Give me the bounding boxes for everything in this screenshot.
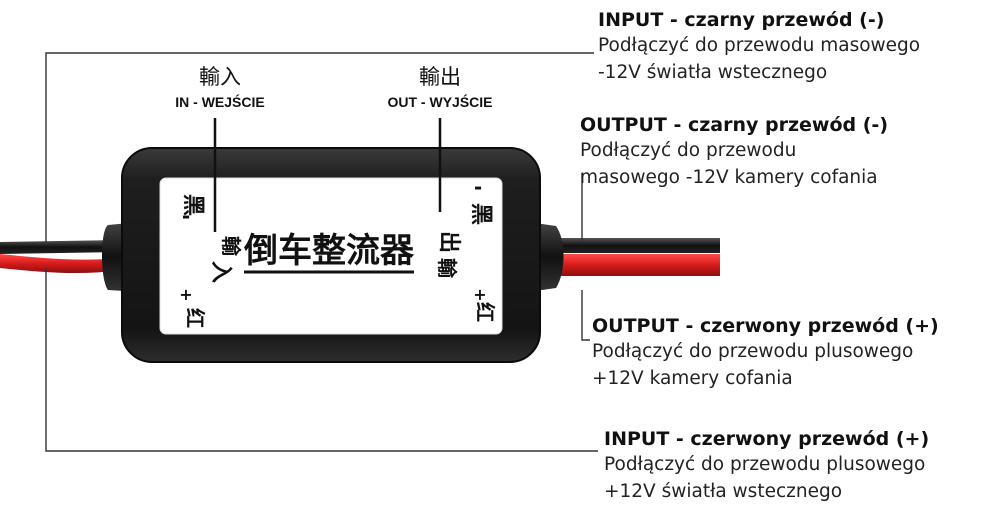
annotation-input-red: INPUT - czerwony przewód (+) Podłączyć d… — [604, 427, 929, 505]
annotation-title: OUTPUT - czerwony przewód (+) — [592, 315, 939, 337]
leader-output-red — [581, 290, 590, 341]
annotation-title: OUTPUT - czarny przewód (-) — [580, 114, 888, 136]
annotation-output-red: OUTPUT - czerwony przewód (+) Podłączyć … — [592, 314, 939, 392]
top-left-cn: 輸入 — [199, 65, 241, 89]
annotation-line: +12V światła wstecznego — [604, 481, 843, 502]
annotation-line: Podłączyć do przewodu — [580, 140, 797, 161]
pos-left-label: 红 — [183, 308, 207, 328]
leader-input-black — [45, 52, 594, 244]
annotation-output-black: OUTPUT - czarny przewód (-) Podłączyć do… — [580, 113, 888, 191]
neg-right-sign: - — [474, 175, 482, 199]
annotation-title: INPUT - czarny przewód (-) — [598, 9, 885, 31]
right-out-char-a: 出 — [436, 231, 461, 253]
neg-right-label: 黑 — [468, 203, 493, 225]
right-out-char-b: 輸 — [435, 258, 459, 279]
annotation-line: -12V światła wstecznego — [598, 62, 828, 83]
neg-left-label: 黑 — [180, 194, 205, 216]
annotation-title: INPUT - czerwony przewód (+) — [604, 428, 930, 450]
annotation-line: +12V kamery cofania — [592, 368, 793, 389]
leader-lines — [45, 52, 598, 452]
pos-left-sign: + — [179, 285, 192, 304]
pos-right-sign: + — [473, 285, 486, 304]
leader-input-red — [45, 268, 598, 452]
pos-right-label: 红 — [473, 302, 497, 322]
center-label: 倒车整流器 — [243, 231, 415, 271]
left-in-char-b: 入 — [208, 261, 233, 283]
annotation-line: masowego -12V kamery cofania — [580, 167, 878, 188]
left-wires — [0, 240, 120, 274]
annotation-input-black: INPUT - czarny przewód (-) Podłączyć do … — [598, 8, 920, 86]
label-sticker — [159, 177, 503, 335]
left-in-char-a: 輸 — [219, 236, 243, 257]
neg-left-sign: - — [182, 204, 190, 228]
annotation-line: Podłączyć do przewodu plusowego — [604, 454, 926, 475]
right-wires — [540, 238, 720, 276]
annotation-line: Podłączyć do przewodu plusowego — [592, 341, 914, 362]
top-left-sub: IN - WEJŚCIE — [175, 93, 264, 110]
top-right-cn: 輸出 — [419, 65, 461, 89]
annotation-line: Podłączyć do przewodu masowego — [598, 35, 921, 56]
top-right-sub: OUT - WYJŚCIE — [387, 93, 492, 110]
